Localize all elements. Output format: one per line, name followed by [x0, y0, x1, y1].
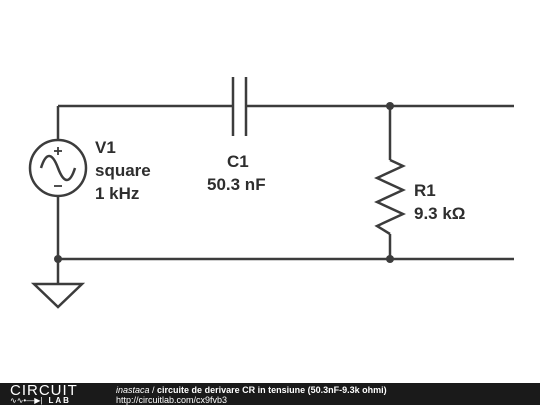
schematic-diagram: V1 square 1 kHz C1 50.3 nF R1 9.3 kΩ: [28, 77, 514, 309]
circuitlab-logo-sub: ∿∿•—▶| LAB: [10, 397, 71, 405]
circuit-info: inastaca / circuite de derivare CR in te…: [116, 385, 387, 395]
junction-dot: [386, 102, 394, 110]
r1-value-label: 9.3 kΩ: [414, 204, 465, 223]
voltage-source-v1: [28, 138, 88, 198]
c1-value-label: 50.3 nF: [207, 175, 266, 194]
footer-bar: CIRCUIT ∿∿•—▶| LAB inastaca / circuite de…: [0, 383, 540, 405]
circuit-symbol-icon: ∿∿•—▶|: [10, 396, 43, 405]
logo-lab-text: LAB: [48, 396, 71, 405]
r1-name-label: R1: [414, 181, 436, 200]
circuit-title: circuite de derivare CR in tensiune (50.…: [157, 385, 387, 395]
separator: /: [149, 385, 158, 395]
v1-type-label: square: [95, 161, 151, 180]
resistor-r1: [374, 158, 406, 236]
ground-icon: [30, 282, 86, 309]
v1-name-label: V1: [95, 138, 116, 157]
junction-dot: [54, 255, 62, 263]
circuit-url-link[interactable]: http://circuitlab.com/cx9fvb3: [116, 395, 228, 405]
circuitlab-logo[interactable]: CIRCUIT: [10, 382, 78, 399]
c1-name-label: C1: [227, 152, 249, 171]
v1-freq-label: 1 kHz: [95, 184, 139, 203]
sine-wave-icon: [39, 154, 77, 182]
capacitor-c1: [231, 77, 248, 136]
author-link[interactable]: inastaca: [116, 385, 150, 395]
junction-dot: [386, 255, 394, 263]
